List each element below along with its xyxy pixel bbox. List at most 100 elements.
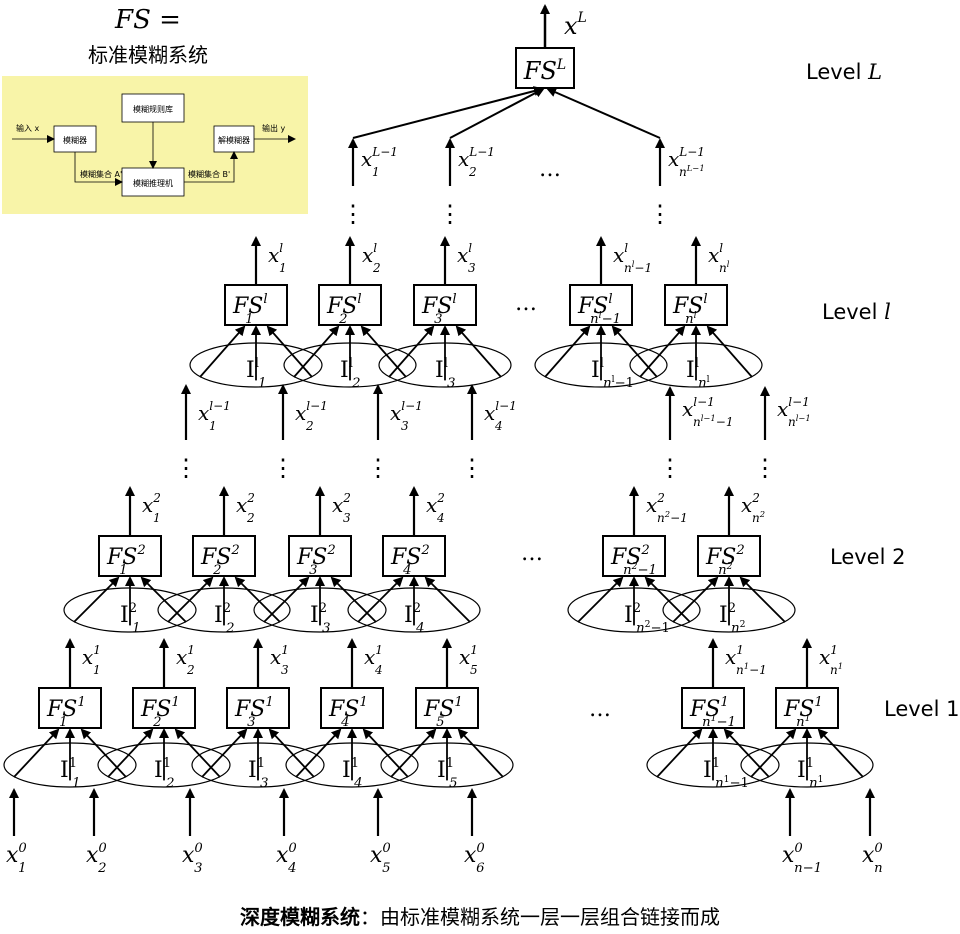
x0-label-6-sub: 6 (476, 861, 484, 876)
lvl-1-in-left-3 (201, 728, 248, 778)
xLm1-label-2-base: x (458, 147, 469, 171)
lvl-1-fs-4-label-sup: 1 (359, 695, 367, 710)
lvl-l-I-label-5-sup: l (695, 356, 699, 371)
lvl-1-in-right-1 (80, 728, 127, 778)
lvl-1-fs-5-label-sub: 5 (436, 715, 444, 730)
lvl-l-fs-2-label-sub: 2 (338, 312, 347, 327)
lvl-2-in-right-2 (234, 576, 281, 623)
fuzzifier-label: 模糊器 (63, 135, 87, 145)
inference-to-defuzzifier (184, 151, 238, 183)
lvl-l-in-left-4 (544, 325, 591, 378)
lvl-l-in-left-3 (388, 325, 435, 378)
lvl-1-out-label-6-sup: 1 (736, 643, 744, 657)
lvl-1-I-label-1-sup: 1 (69, 756, 77, 771)
lvl-1-in-right-2 (174, 728, 221, 778)
lvl-1-out-label-2-sub: 2 (186, 663, 195, 677)
lvl-1-I-label-5-sub: 5 (449, 776, 457, 791)
lvl-1-fs-7-label-subsup: 1 (805, 713, 811, 724)
lvl-l-fs-1-label-sup: l (263, 292, 267, 307)
xlm1-right-label-1-base: x (682, 397, 693, 421)
x0-label-3-sup: 0 (194, 841, 202, 856)
x0-label-5-sup: 0 (382, 841, 390, 856)
fs-top-label: FSL (523, 57, 566, 85)
lvl-l-in-right-3 (455, 325, 502, 378)
lvl-l-out-label-1-sub: 1 (279, 261, 287, 275)
lvl-1-fs-2-label-sup: 1 (171, 695, 179, 710)
lvl-2-in-right-6 (739, 576, 786, 623)
lvl-l-I-label-4-subsup: l (612, 374, 615, 385)
caption-rest: 由标准模糊系统一层一层组合链接而成 (380, 905, 720, 929)
lvl-2-out-label-3-sup: 2 (342, 491, 351, 505)
lvl-1-I-label-6-subsup: 1 (724, 774, 730, 785)
x0-label-6-base: x (464, 843, 477, 868)
lvl-l-fs-4-label-sub: n (590, 312, 599, 327)
set-b-label: 模糊集合 B' (188, 169, 230, 179)
xlm1-right-label-2-sup: l−1 (788, 395, 810, 409)
lvl-l-out-label-4-sup: l (624, 241, 628, 255)
x0-label-4-base: x (276, 843, 289, 868)
lvl-2-out-label-4-base: x (426, 493, 437, 517)
lvl-l-out-label-3-base: x (457, 243, 468, 267)
lvl-1-I-label-6-base: I (703, 758, 712, 783)
vdots-l-1: ⋮ (174, 454, 198, 482)
xlm1-right-label-2-subsup: l−1 (796, 413, 811, 423)
lvl-2-fs-3-label-sub: 3 (309, 563, 317, 578)
inference-engine-block (121, 167, 185, 197)
lvl-l-I-label-1: Il1 (246, 356, 266, 391)
lvl-l-in-right-5 (706, 325, 753, 378)
vdots-l-4: ⋮ (460, 454, 484, 482)
lvl-2-in-left-2 (167, 576, 214, 623)
lvl-1-I-label-6-sub: n (715, 776, 724, 791)
lvl-1-in-left-1 (13, 728, 60, 778)
lvl-1-fs-6-label-subsup: 1 (711, 713, 717, 724)
lvl-l-fs-5-label-sup: l (703, 292, 707, 307)
lvl-l-out-label-1-base: x (268, 243, 279, 267)
lvl-l-I-label-4-sub: n (603, 376, 612, 391)
top-ellipsis: … (539, 157, 561, 182)
x0-label-1-sub: 1 (18, 861, 26, 876)
lvl-l-I-label-5-base: I (686, 358, 695, 383)
level-1-label: Level 1 (884, 697, 959, 721)
xLm1-label-3-sup: L−1 (678, 145, 705, 159)
lvl-l-fs-3-label-sup: l (452, 292, 456, 307)
x0-label-6-sup: 0 (476, 841, 484, 856)
lvl-1-out-label-7-sup: 1 (830, 643, 838, 657)
lvl-l-fs-4-label-subtail: −1 (602, 312, 621, 327)
lvl-l-I-label-5-subsup: l (707, 374, 710, 385)
lvl-l-out-label-3-sup: l (468, 241, 472, 255)
lvl-1-fs-6-label-subtail: −1 (716, 715, 735, 730)
x0-label-1-base: x (6, 843, 19, 868)
caption-sep: ： (360, 905, 380, 929)
lvl-l-out-label-5-subsup: l (727, 259, 730, 269)
lvl-2-I-label-2-base: I (214, 603, 223, 628)
lvl-l-fs-2-label-base: FS (326, 294, 357, 319)
lvl-1-I-label-4-base: I (342, 758, 351, 783)
lvl-2-fs-5-label-subtail: −1 (637, 563, 656, 578)
lvl-2-in-left-1 (73, 576, 120, 623)
lvl-2-fs-5-label-subsup: 2 (631, 561, 638, 572)
lvl-l-fs-5-label-sub: n (685, 312, 694, 327)
xlm1-label-3-sub: 3 (401, 419, 409, 433)
